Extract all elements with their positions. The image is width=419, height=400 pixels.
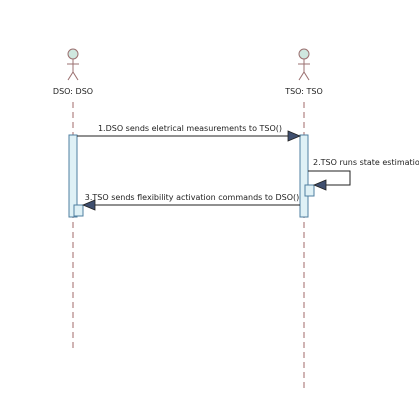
activation-tso-self (304, 184, 315, 197)
actor-dso: DSO: DSO (53, 48, 93, 96)
activation-dso (68, 134, 78, 218)
message-1: 1.DSO sends eletrical measurements to TS… (77, 124, 302, 142)
message-1-arrowhead (287, 130, 302, 142)
actor-tso-head (298, 48, 310, 60)
actor-tso-label: TSO: TSO (284, 87, 323, 96)
actor-dso-left-leg (67, 71, 74, 81)
message-1-label: 1.DSO sends eletrical measurements to TS… (98, 124, 282, 133)
message-2-line (308, 170, 351, 186)
message-3-label: 3.TSO sends flexibility activation comma… (85, 193, 299, 202)
actor-dso-label: DSO: DSO (53, 87, 93, 96)
actor-tso-left-leg (298, 71, 305, 81)
activation-dso-return (73, 204, 84, 217)
message-3: 3.TSO sends flexibility activation comma… (81, 193, 300, 211)
message-2-label: 2.TSO runs state estimation (313, 158, 419, 167)
activation-tso (299, 134, 309, 218)
actor-dso-right-leg (72, 71, 79, 81)
message-2-arrowhead (312, 179, 327, 191)
actor-tso-right-leg (303, 71, 310, 81)
actor-tso: TSO: TSO (284, 48, 323, 96)
message-2: 2.TSO runs state estimation (308, 158, 419, 191)
message-3-arrowhead (81, 199, 96, 211)
actor-dso-head (67, 48, 79, 60)
